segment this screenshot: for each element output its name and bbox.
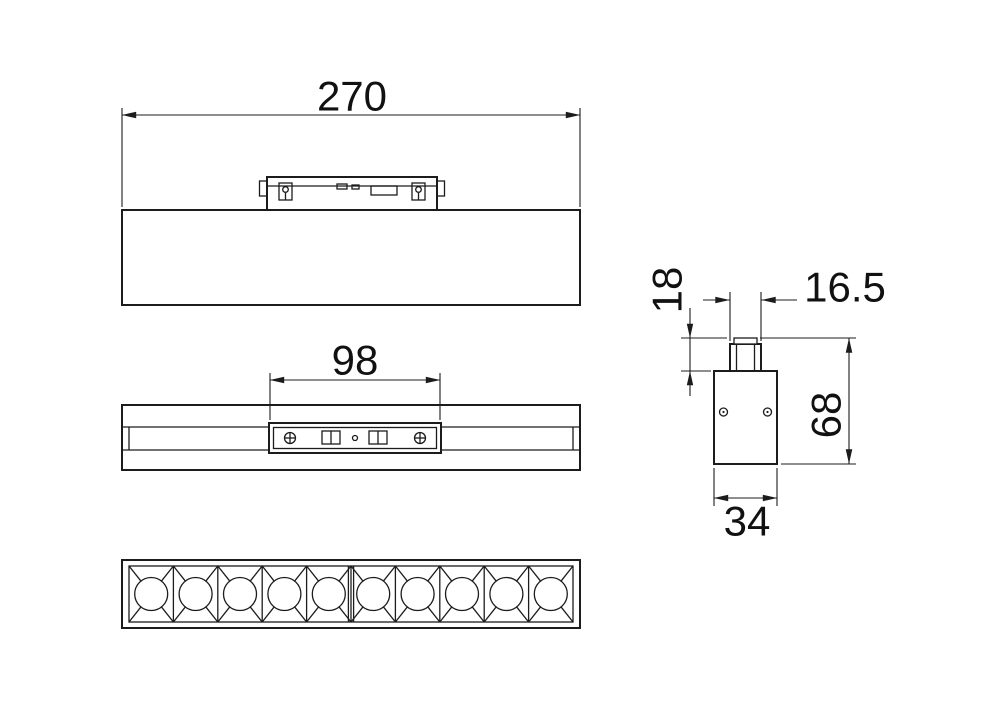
body-width-label: 34: [724, 498, 771, 545]
adapter-right-ear: [436, 180, 446, 197]
dimension-plug-width: 16.5: [703, 264, 886, 341]
adapter-length-label: 98: [332, 337, 379, 384]
lens-housing-outline: [121, 559, 581, 629]
fixture-body-end: [713, 370, 778, 465]
bottom-lens-view: [121, 559, 581, 629]
end-screw-right: [762, 407, 773, 417]
track-adapter-front: [268, 422, 442, 454]
dimension-plug-height: 18: [644, 267, 727, 396]
fixture-body-side: [121, 209, 581, 306]
dimension-overall-length: 270: [121, 73, 581, 207]
overall-length-label: 270: [317, 73, 387, 120]
end-screw-left: [718, 407, 729, 417]
side-elevation-view: [121, 176, 581, 306]
plug-height-label: 18: [644, 267, 691, 314]
fixture-body-front: [121, 404, 581, 471]
lens-array: [128, 565, 574, 623]
adapter-left-ear: [258, 180, 268, 197]
overall-height-label: 68: [803, 392, 850, 439]
dimension-adapter-length: 98: [269, 337, 441, 420]
track-adapter-top: [258, 176, 446, 211]
adapter-right-contact: [411, 182, 426, 201]
front-elevation-view: [121, 404, 581, 471]
end-view: [713, 337, 778, 465]
plug-width-label: 16.5: [804, 264, 886, 311]
adapter-left-contact: [278, 182, 293, 201]
plug-cap: [733, 337, 758, 345]
dimension-body-width: 34: [713, 468, 778, 545]
dimension-overall-height: 68: [760, 337, 856, 465]
plug-body: [729, 343, 762, 372]
